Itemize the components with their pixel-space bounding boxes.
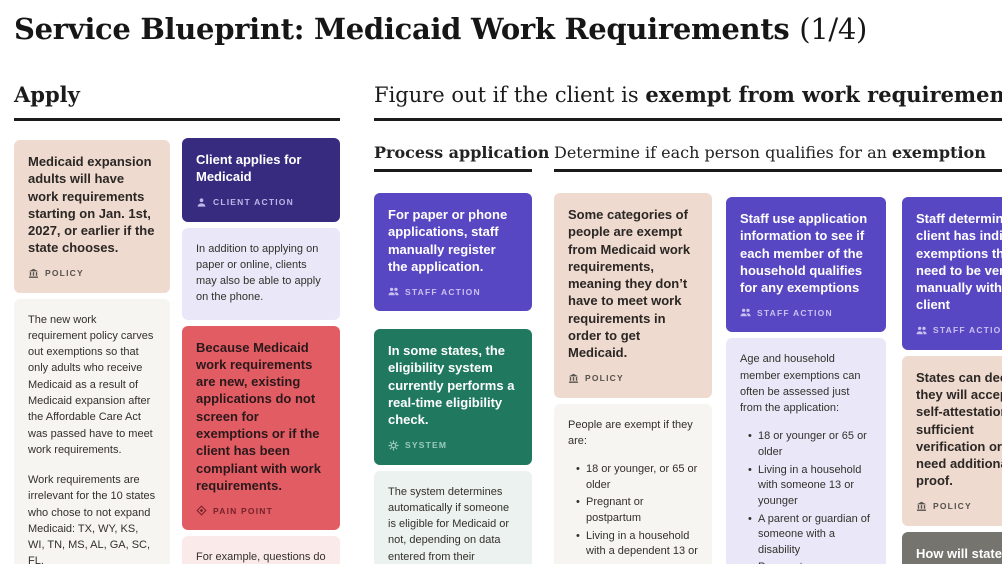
pain-point-card[interactable]: Because Medicaid work requirements are n… — [182, 325, 340, 531]
step-determine-bold: exemption — [892, 143, 986, 162]
bank-icon — [916, 501, 927, 511]
step-divider-determine — [554, 169, 1002, 172]
card-tag-label: POLICY — [933, 501, 972, 512]
people-icon — [916, 326, 927, 334]
note-card[interactable]: For example, questions do not ask about … — [182, 536, 340, 564]
note-card[interactable]: The new work requirement policy carves o… — [14, 298, 170, 564]
column-exemption-verify: Staff determine if client has indicated … — [902, 197, 1002, 564]
card-title: Because Medicaid work requirements are n… — [196, 339, 321, 493]
card-tag-label: STAFF ACTION — [933, 325, 1002, 336]
card-list-item: Pregnant or postpartum — [576, 495, 698, 526]
policy-card[interactable]: Medicaid expansion adults will have work… — [14, 140, 170, 293]
card-tag-label: SYSTEM — [405, 440, 448, 451]
people-icon — [740, 309, 751, 317]
card-title: Staff determine if client has indicated … — [916, 211, 1002, 313]
card-tag: POLICY — [568, 373, 698, 384]
step-determine-regular: Determine if each person qualifies for a… — [554, 143, 893, 162]
policy-card[interactable]: Some categories of people are exempt fro… — [554, 193, 712, 398]
open-question-card[interactable]: How will states approach situations wher… — [902, 531, 1002, 564]
card-list-item: Pregnant or postpartum — [748, 560, 872, 564]
phase-figure-regular: Figure out if the client is — [374, 83, 646, 107]
card-tag-label: STAFF ACTION — [405, 286, 481, 297]
card-list-item: A parent or guardian of someone with a d… — [748, 512, 872, 559]
card-tag-label: POLICY — [45, 268, 84, 279]
note-card[interactable]: People are exempt if they are: 18 or youn… — [554, 403, 712, 564]
card-title: How will states approach situations wher… — [916, 545, 1002, 564]
phase-figure-bold: exempt from work requirements — [645, 82, 1002, 107]
card-title: Staff use application information to see… — [740, 211, 868, 296]
page-title-text: Service Blueprint: Medicaid Work Require… — [14, 12, 790, 46]
card-tag: CLIENT ACTION — [196, 197, 326, 208]
card-list-item: 18 or younger or 65 or older — [748, 429, 872, 460]
card-list-item: Living in a household with someone 13 or… — [748, 463, 872, 510]
card-text: Age and household member exemptions can … — [740, 353, 861, 415]
card-title: Some categories of people are exempt fro… — [568, 207, 691, 361]
note-card[interactable]: Age and household member exemptions can … — [726, 338, 886, 564]
phase-header-apply: Apply — [14, 82, 80, 107]
step-header-process-application: Process application — [374, 143, 549, 162]
card-list-item: 18 or younger, or 65 or older — [576, 462, 698, 493]
card-title: Medicaid expansion adults will have work… — [28, 154, 155, 256]
card-list: 18 or younger or 65 or olderLiving in a … — [740, 429, 872, 564]
note-card[interactable]: The system determines automatically if s… — [374, 470, 532, 564]
card-list-item: Living in a household with a dependent 1… — [576, 529, 698, 564]
phase-apply-label: Apply — [14, 82, 80, 107]
column-apply-policy: Medicaid expansion adults will have work… — [14, 140, 170, 564]
card-title: States can decide if they will accept a … — [916, 369, 1002, 489]
card-tag-label: PAIN POINT — [213, 505, 274, 516]
card-list: 18 or younger, or 65 or olderPregnant or… — [568, 462, 698, 564]
card-tag-label: STAFF ACTION — [757, 307, 833, 318]
bank-icon — [28, 268, 39, 278]
bank-icon — [568, 373, 579, 383]
column-exemption-staff: Staff use application information to see… — [726, 197, 886, 564]
step-divider-process — [374, 169, 532, 172]
system-card[interactable]: In some states, the eligibility system c… — [374, 329, 532, 465]
step-process-label: Process application — [374, 143, 550, 162]
card-tag: STAFF ACTION — [388, 286, 518, 297]
column-exemption-policy: Some categories of people are exempt fro… — [554, 193, 712, 564]
card-tag-label: CLIENT ACTION — [213, 197, 294, 208]
phase-header-figure-out: Figure out if the client is exempt from … — [374, 82, 1002, 107]
card-tag: POLICY — [28, 268, 156, 279]
people-icon — [388, 287, 399, 296]
card-title: In some states, the eligibility system c… — [388, 343, 515, 428]
card-text: In addition to applying on paper or onli… — [196, 242, 321, 304]
card-tag: STAFF ACTION — [740, 307, 872, 318]
note-card[interactable]: In addition to applying on paper or onli… — [182, 227, 340, 320]
card-tag: PAIN POINT — [196, 505, 326, 516]
policy-card[interactable]: States can decide if they will accept a … — [902, 355, 1002, 526]
phase-divider-figure — [374, 118, 1002, 121]
card-text: People are exempt if they are: — [568, 418, 693, 447]
page-title: Service Blueprint: Medicaid Work Require… — [14, 12, 867, 46]
staff-action-card[interactable]: For paper or phone applications, staff m… — [374, 193, 532, 312]
staff-action-card[interactable]: Staff use application information to see… — [726, 197, 886, 333]
staff-action-card[interactable]: Staff determine if client has indicated … — [902, 197, 1002, 350]
page-number: (1/4) — [799, 12, 868, 46]
card-tag: STAFF ACTION — [916, 325, 1002, 336]
gear-icon — [388, 439, 399, 451]
column-process-application: For paper or phone applications, staff m… — [374, 193, 532, 564]
step-header-determine-exemption: Determine if each person qualifies for a… — [554, 143, 986, 162]
card-tag: SYSTEM — [388, 439, 518, 451]
card-text: Work requirements are irrelevant for the… — [28, 474, 156, 564]
card-title: Client applies for Medicaid — [196, 152, 302, 185]
card-text: For example, questions do not ask about … — [196, 551, 326, 564]
card-text: The new work requirement policy carves o… — [28, 313, 154, 456]
card-title: For paper or phone applications, staff m… — [388, 207, 508, 274]
card-text: The system determines automatically if s… — [388, 485, 510, 563]
diamond-icon — [196, 505, 207, 516]
person-icon — [197, 197, 206, 207]
card-tag-label: POLICY — [585, 373, 624, 384]
phase-divider-apply — [14, 118, 340, 121]
card-tag: POLICY — [916, 501, 1002, 512]
